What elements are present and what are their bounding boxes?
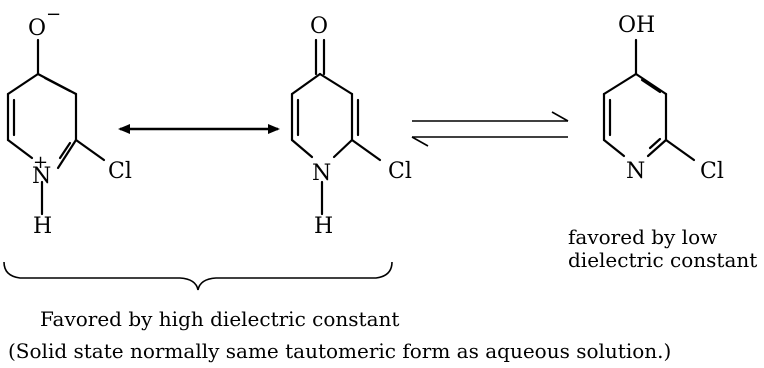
pyridone-n-hydrogen: H — [314, 214, 333, 239]
hydroxypyridine-hydroxyl: OH — [618, 13, 655, 38]
low-dielectric-caption-line2: dielectric constant — [568, 248, 757, 272]
zwitterion-oxygen: O — [28, 16, 46, 41]
pyridone-structure: O N Cl H — [290, 14, 412, 239]
equilibrium-arrows — [411, 111, 569, 147]
zwitterion-nitrogen-charge: + — [33, 152, 48, 173]
hydroxypyridine-chlorine: Cl — [700, 159, 724, 184]
zwitterion-n-hydrogen: H — [33, 214, 52, 239]
pyridone-ring-bonds — [290, 38, 382, 216]
pyridone-oxygen: O — [310, 14, 328, 39]
grouping-brace — [3, 261, 393, 291]
hydroxypyridine-nitrogen: N — [626, 159, 645, 184]
high-dielectric-caption: Favored by high dielectric constant — [40, 307, 399, 331]
hydroxypyridine-ring-bonds — [602, 38, 696, 162]
zwitterion-chlorine: Cl — [108, 159, 132, 184]
low-dielectric-caption-line1: favored by low — [568, 225, 717, 249]
hydroxypyridine-structure: OH N Cl — [602, 13, 724, 184]
pyridone-nitrogen: N — [312, 161, 331, 186]
zwitterion-oxygen-charge: − — [46, 4, 61, 25]
zwitterion-structure: O − N + Cl H — [6, 4, 132, 239]
pyridone-chlorine: Cl — [388, 159, 412, 184]
zwitterion-ring-bonds — [6, 38, 106, 216]
zwitterion-nitrogen: N — [32, 164, 51, 189]
solid-state-caption: (Solid state normally same tautomeric fo… — [8, 339, 671, 363]
